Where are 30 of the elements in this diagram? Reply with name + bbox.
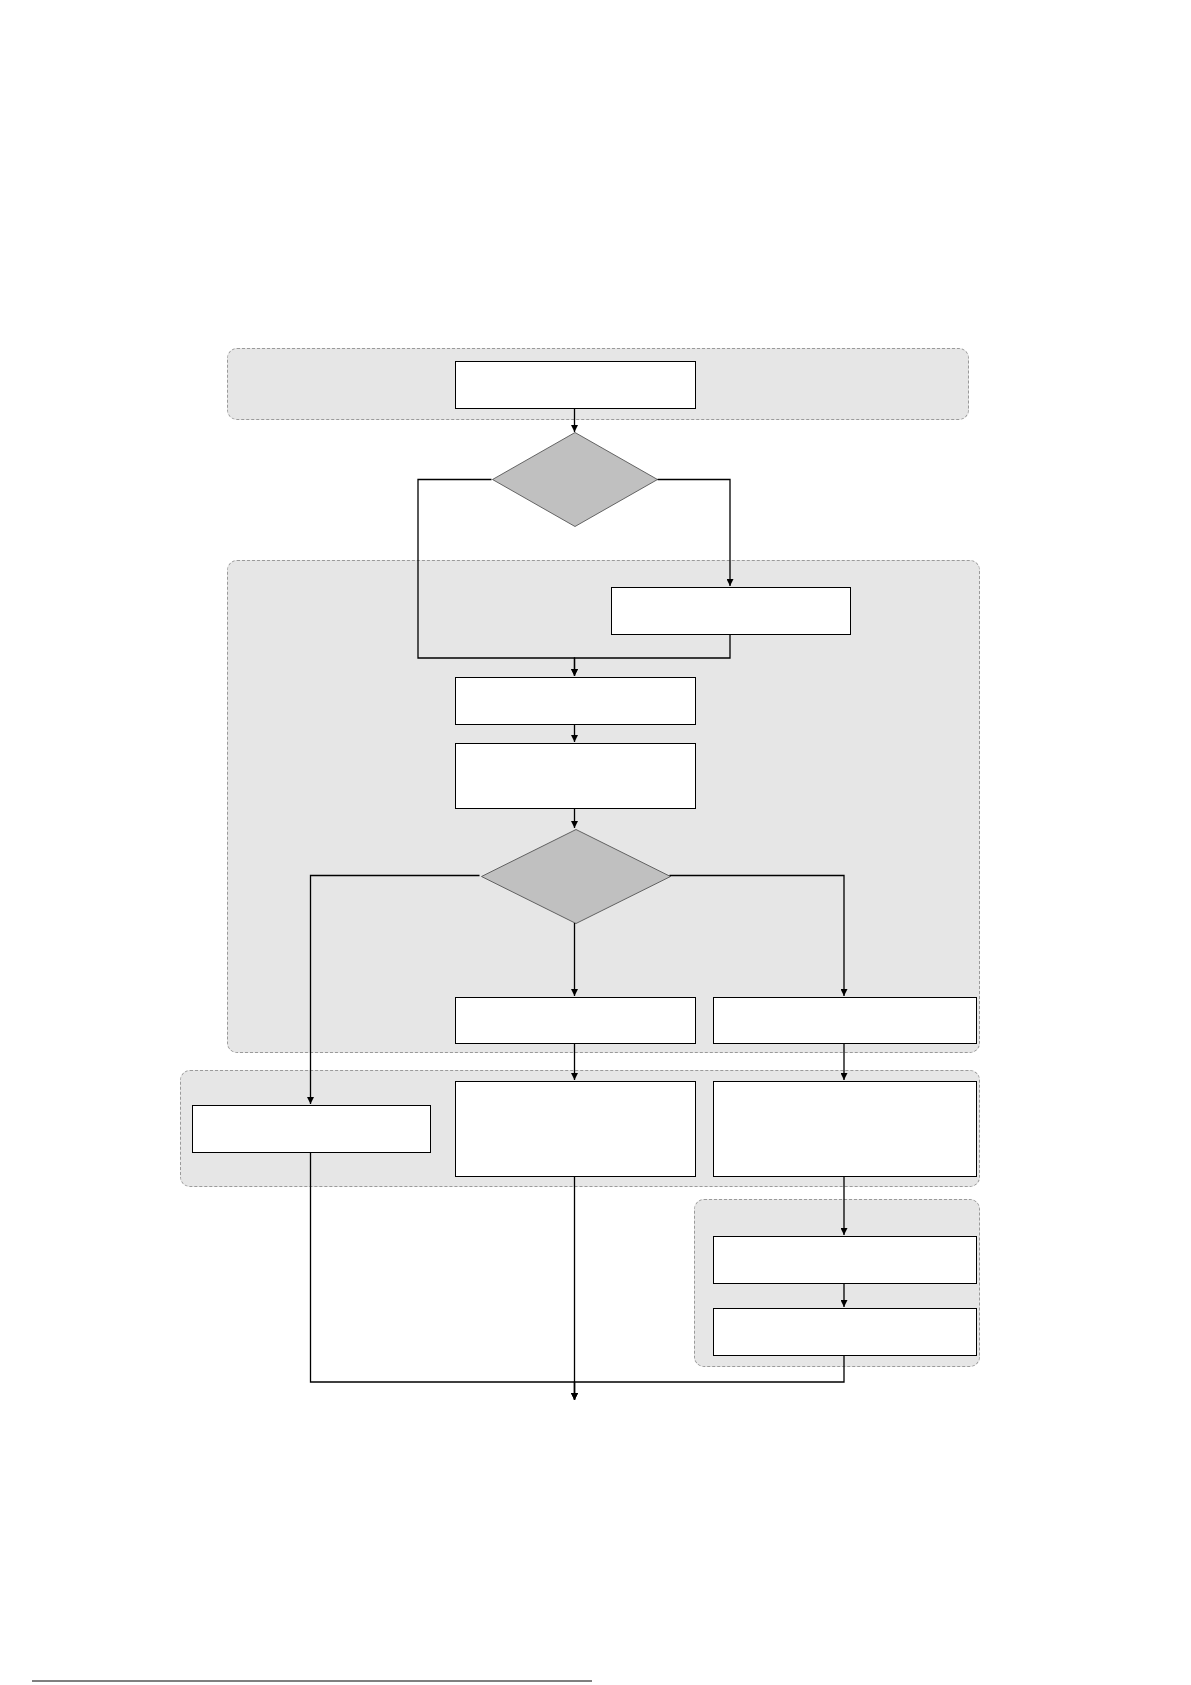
shaded-group-area (227, 560, 980, 1053)
process-box (713, 997, 977, 1044)
flow-arrow (307, 874, 481, 1105)
process-box (713, 1308, 977, 1356)
flow-arrow (571, 723, 578, 743)
shaded-group-area (180, 1070, 980, 1187)
flow-arrow (571, 922, 578, 997)
flow-arrow (571, 1042, 578, 1081)
process-box (455, 677, 696, 725)
shaded-group-area (227, 348, 969, 420)
process-box (713, 1236, 977, 1284)
flow-arrow (571, 407, 578, 433)
process-box (455, 1081, 696, 1177)
flow-arrow (668, 874, 848, 997)
shaded-group-area (694, 1199, 980, 1367)
flow-arrow (571, 807, 578, 829)
process-box (611, 587, 851, 635)
decision-diamond (491, 432, 658, 527)
process-box (455, 361, 696, 409)
process-box (455, 997, 696, 1044)
flow-arrow (571, 1354, 845, 1401)
flow-arrow (656, 478, 734, 587)
decision-diamond (480, 829, 671, 924)
flow-arrow (840, 1042, 848, 1081)
process-box (455, 743, 696, 809)
flow-arrow (840, 1175, 848, 1236)
flow-arrow (840, 1282, 848, 1308)
flow-arrow (571, 633, 731, 677)
process-box (192, 1105, 431, 1153)
process-box (713, 1081, 977, 1177)
